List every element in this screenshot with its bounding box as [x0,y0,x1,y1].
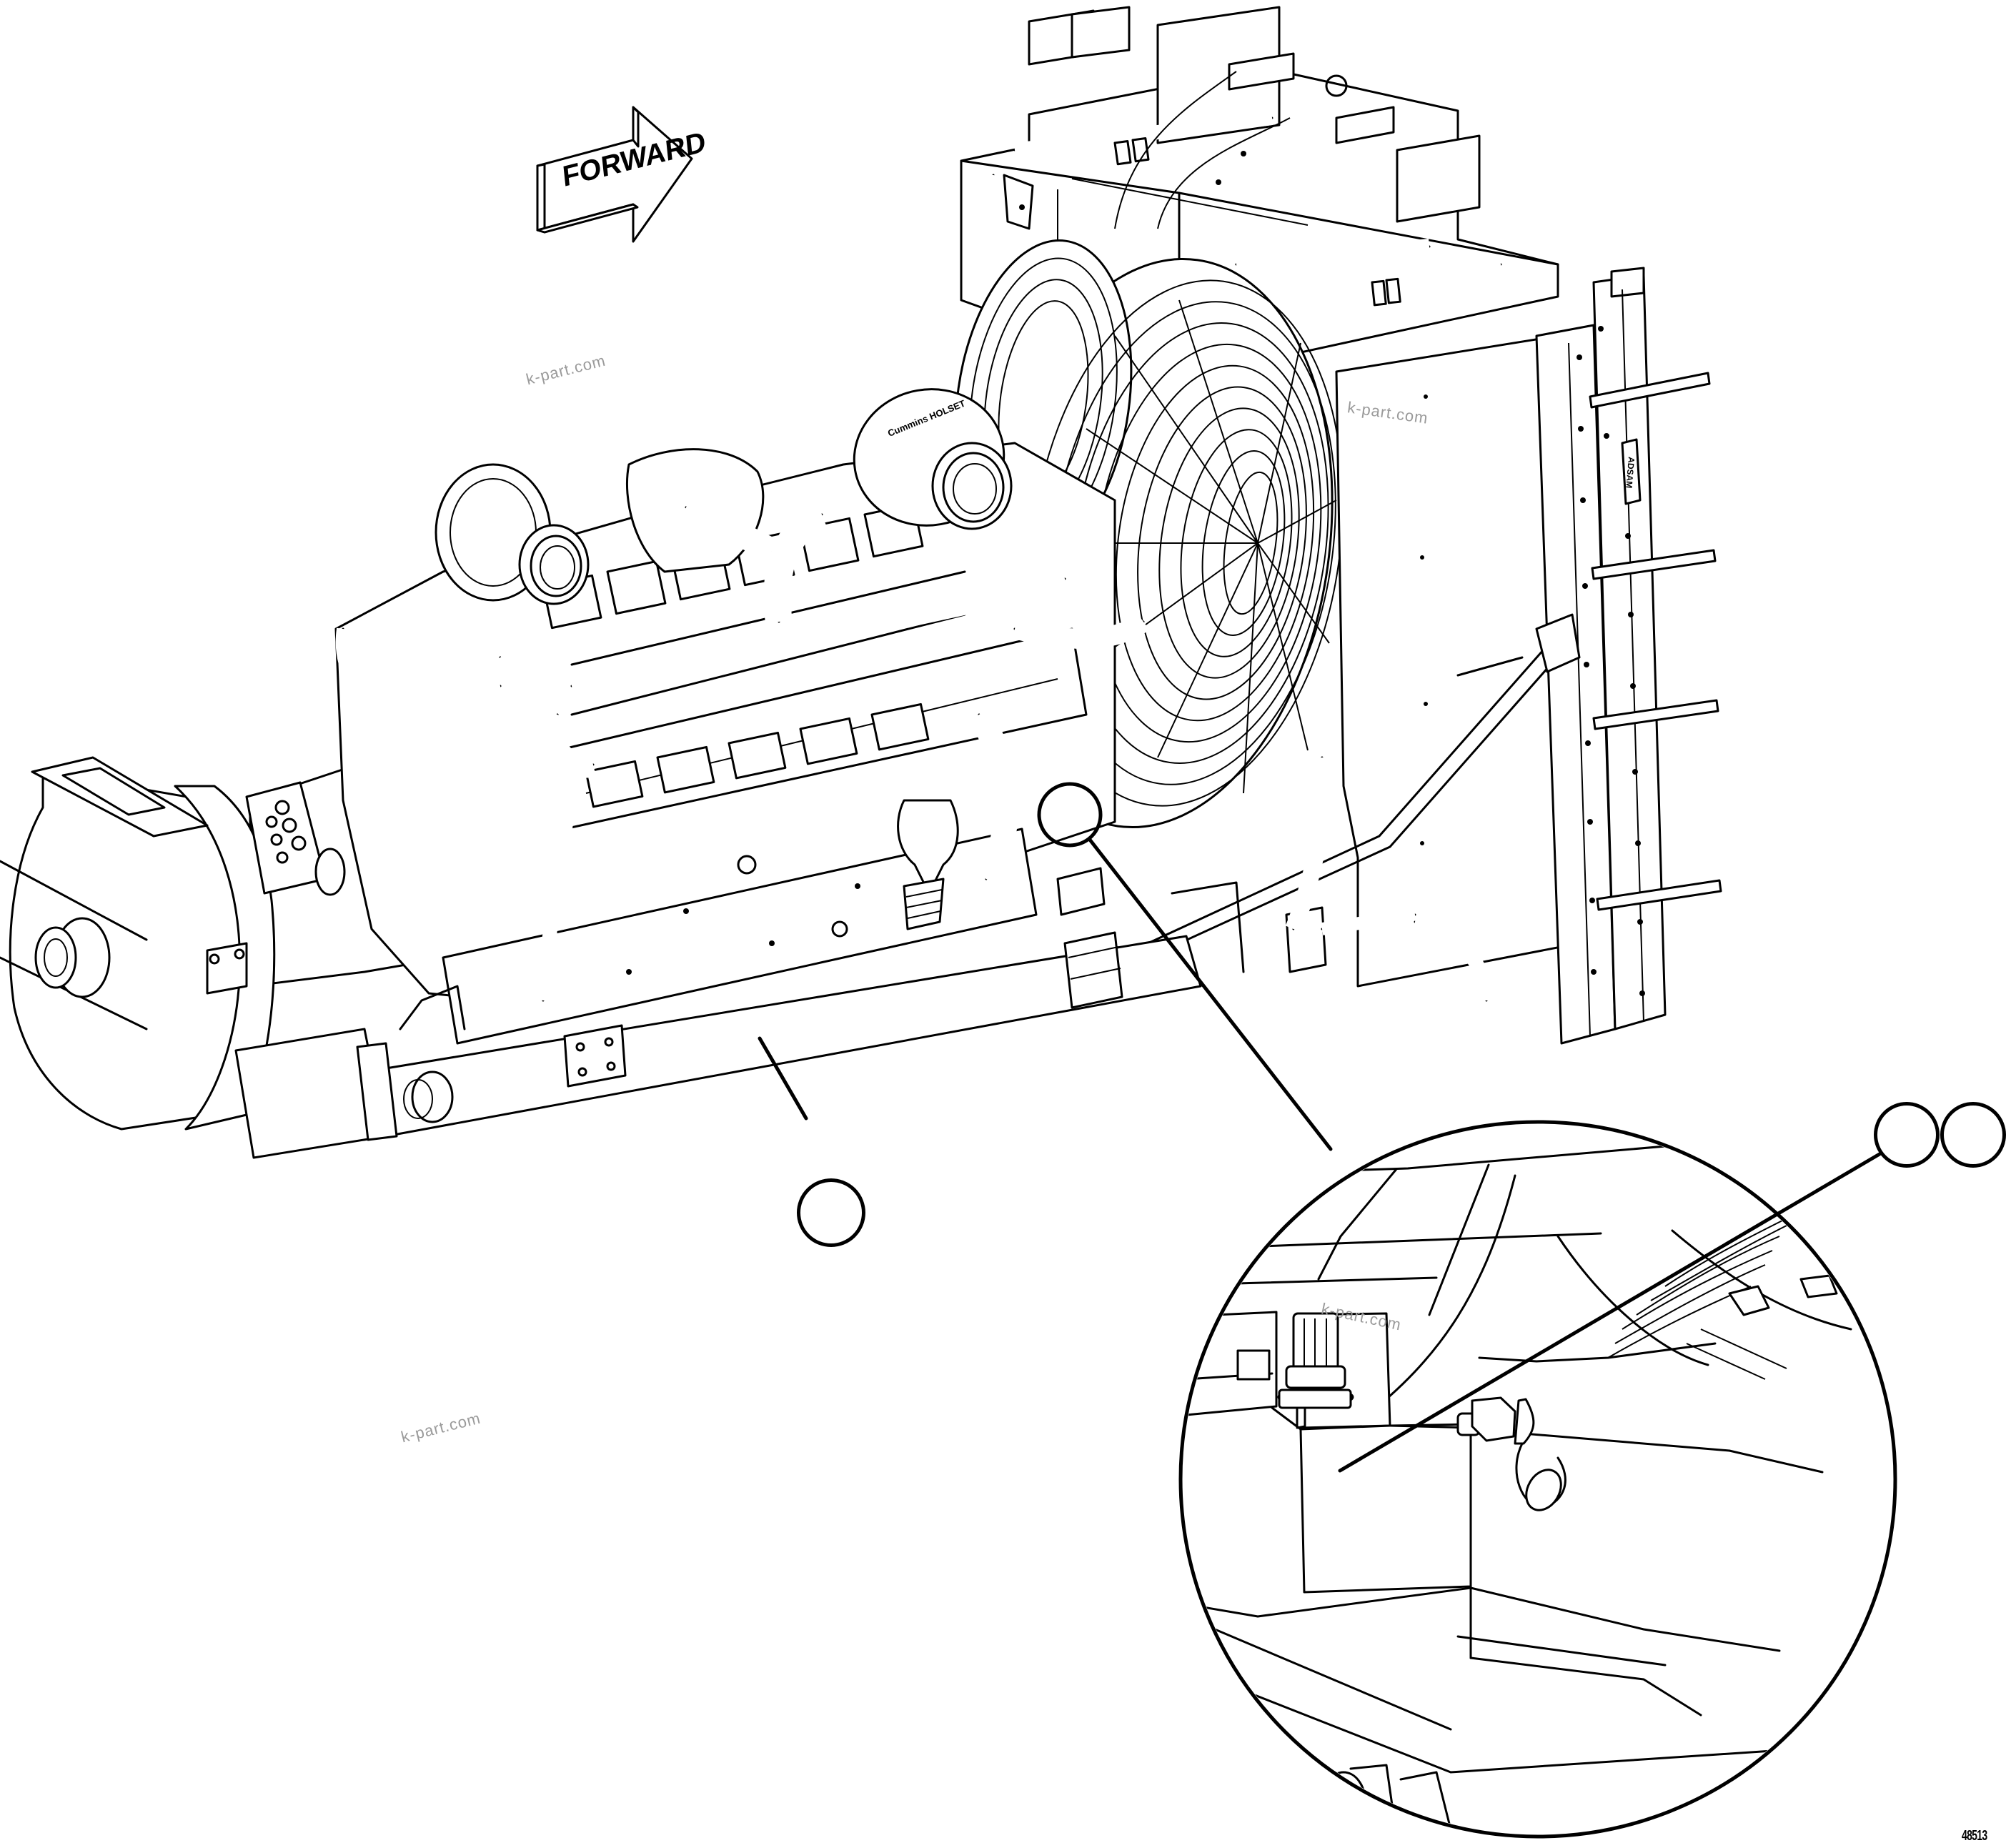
detail-source-marker [1037,782,1333,1151]
coolant-pipes-engine [335,613,1150,1002]
turbocharger-right [763,388,1013,624]
radiator-support-strut [1085,613,1581,984]
callout-balloon-1 [797,1178,865,1247]
radiator-frame [1535,267,1722,1045]
callout-leaders [758,1036,1882,1473]
turbocharger-left [435,448,778,605]
callout-balloon-2 [1874,1102,1940,1168]
base-skid-frame [234,756,1494,1159]
ladder-brackets [1589,372,1722,911]
detail-fan-ribs [1607,1214,1838,1380]
oil-filter [897,799,959,930]
engine-mount-bolts [626,855,860,975]
detail-nut-and-clip [1456,1396,1566,1511]
forward-arrow-icon [536,106,693,243]
figure-number: 48513 [1962,1828,1987,1844]
callout-balloon-3 [1940,1102,2006,1168]
frame-bolts [1576,326,1645,996]
magnified-detail-view [1178,1120,1897,1839]
